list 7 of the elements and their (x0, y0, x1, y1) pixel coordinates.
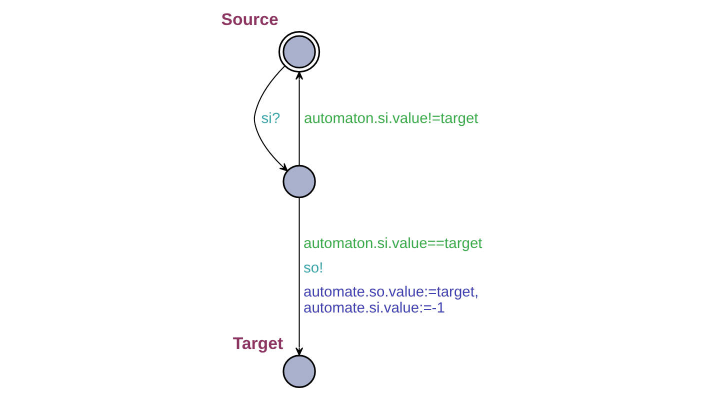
edge-label: automaton.si.value!=target (304, 111, 478, 128)
edge-label: automaton.si.value==target (303, 236, 482, 252)
edge-label: si? (261, 111, 280, 128)
node-label: Target (232, 334, 284, 354)
edge-label: so! (303, 260, 324, 276)
edge-label: automate.so.value:=target, automate.si.value:=-1 (303, 284, 479, 317)
node-label: Source (221, 10, 278, 30)
